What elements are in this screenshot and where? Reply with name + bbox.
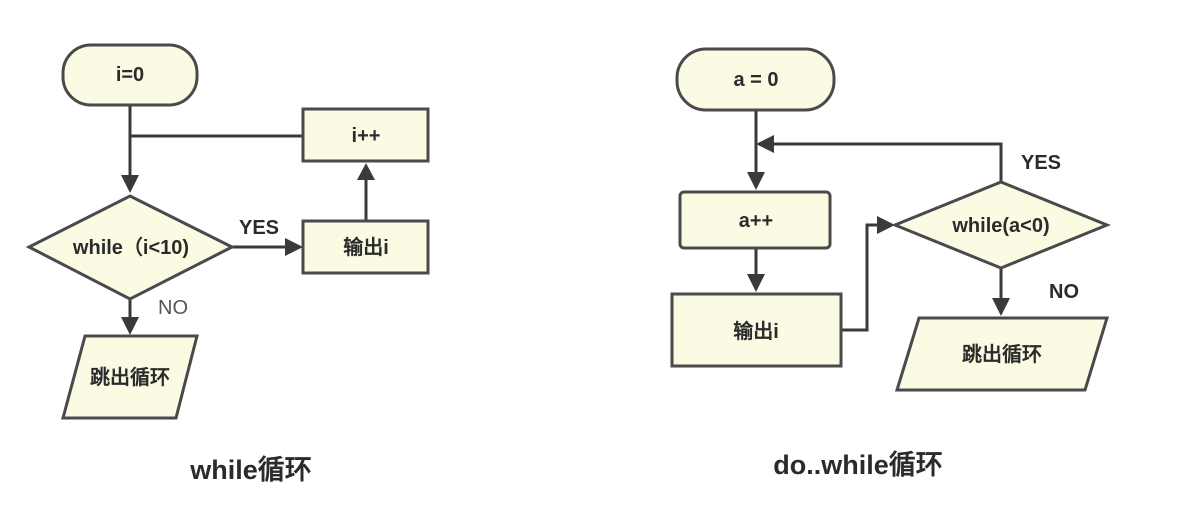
dowhile-flowchart: a = 0 a++ 输出i while(a<0) 跳出循环 YES NO do.… — [670, 47, 1111, 480]
edge-condition-yes-loopback — [772, 142, 1003, 182]
dowhile-init-node — [675, 47, 836, 112]
edge-output-to-condition — [841, 223, 881, 332]
dowhile-output-node — [670, 292, 843, 368]
dowhile-increment-node — [678, 190, 832, 250]
dowhile-caption: do..while循环 — [773, 450, 943, 480]
dowhile-condition-label: while(a<0) — [951, 215, 1049, 237]
while-condition-label: while（i<10) — [72, 236, 189, 259]
while-init-label: i=0 — [116, 64, 144, 86]
while-output-label: 输出i — [343, 235, 389, 259]
edge-increment-to-output-arrowhead — [747, 274, 765, 292]
edge-output-to-condition-arrowhead — [877, 216, 895, 234]
edge-condition-no-arrowhead — [992, 298, 1010, 316]
while-no-label: NO — [158, 297, 188, 319]
while-output-node — [301, 219, 430, 275]
dowhile-output-label: 输出i — [733, 319, 779, 343]
while-flowchart: i=0 i++ while（i<10) 输出i 跳出循环 YES NO whil… — [25, 43, 430, 485]
dowhile-condition-node — [891, 180, 1111, 270]
edge-output-to-increment-arrowhead — [357, 163, 375, 180]
dowhile-init-label: a = 0 — [733, 69, 778, 91]
dowhile-exit-node — [894, 316, 1110, 392]
dowhile-yes-label: YES — [1021, 152, 1061, 174]
dowhile-no-label: NO — [1049, 281, 1079, 303]
while-caption: while循环 — [189, 455, 312, 485]
edge-condition-no-arrowhead — [121, 317, 139, 335]
while-init-node — [61, 43, 199, 107]
while-increment-node — [301, 107, 430, 163]
while-yes-label: YES — [239, 217, 279, 239]
edge-condition-yes-arrowhead — [285, 238, 303, 256]
while-exit-label: 跳出循环 — [90, 365, 170, 389]
edge-init-to-increment-arrowhead — [747, 172, 765, 190]
dowhile-exit-label: 跳出循环 — [962, 342, 1042, 366]
dowhile-increment-label: a++ — [739, 210, 773, 232]
while-condition-node — [25, 194, 236, 301]
while-exit-node — [61, 334, 199, 420]
while-increment-label: i++ — [352, 125, 381, 147]
edge-loopback-arrowhead — [756, 135, 774, 153]
edge-init-to-condition-arrowhead — [121, 175, 139, 193]
